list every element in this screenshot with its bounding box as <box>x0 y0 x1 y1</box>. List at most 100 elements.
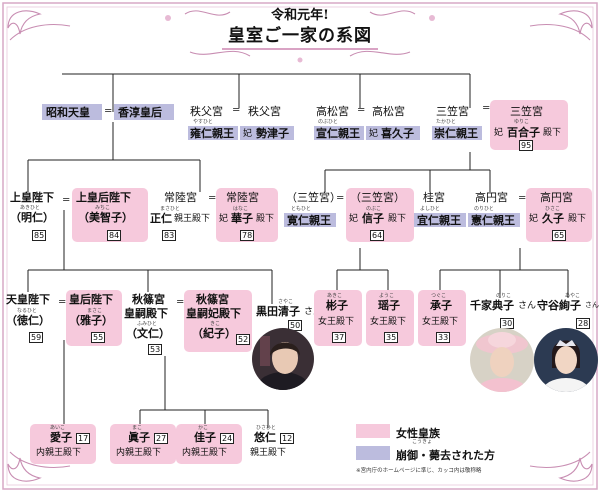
title-fumihito-2: 皇嗣殿下 <box>124 307 168 320</box>
title-naruhito: 天皇陛下 <box>6 293 50 306</box>
prefix-kikuko: 妃 <box>369 129 379 139</box>
deceased-bg-yoshihito <box>414 213 466 227</box>
marriage-sign: = <box>357 105 366 116</box>
ruby-tsuguko: つぐこ <box>431 293 447 299</box>
photo-sayako <box>252 328 314 390</box>
title-mikasa2-wife: （三笠宮） <box>350 191 405 204</box>
ruby-masako: まさこ <box>87 308 103 314</box>
person-tsuguko: 承子 <box>430 299 452 312</box>
person-masako: （雅子） <box>69 314 113 327</box>
title-takamado: 高円宮 <box>475 191 508 204</box>
ruby-michiko: みちこ <box>95 205 111 211</box>
person-kikuko: 喜久子 <box>381 127 414 140</box>
person-nobuhito: 宣仁親王 <box>316 127 360 140</box>
female-bg-aiko <box>30 424 96 464</box>
subtitle: 令和元年! <box>271 8 329 23</box>
age-mako: 27 <box>154 433 169 444</box>
person-mako: 眞子 <box>128 431 150 444</box>
person-hanako: 華子 <box>231 212 253 225</box>
ruby-naruhito: なるひと <box>17 308 37 314</box>
ruby-noriko: のりこ <box>496 293 512 299</box>
marriage-sign: = <box>208 193 217 204</box>
marriage-sign: = <box>62 195 71 206</box>
marriage-sign: = <box>336 193 345 204</box>
marriage-sign: = <box>482 103 491 114</box>
suffix-ayako: さん <box>585 301 599 309</box>
person-takahito: 崇仁親王 <box>434 127 478 140</box>
title-chichibu: 秩父宮 <box>190 105 223 118</box>
legend-deceased-swatch <box>356 446 390 460</box>
deceased-bg-kojun <box>114 104 174 120</box>
deceased-bg-nobuhito <box>314 126 364 140</box>
ruby-mako: まこ <box>132 425 143 431</box>
marriage-sign: = <box>518 193 527 204</box>
deceased-bg-showa <box>42 104 102 120</box>
ruby-nobuhito: のぶひと <box>318 119 338 125</box>
suffix-yuriko: 殿下 <box>543 128 562 138</box>
age-akihito: 85 <box>32 230 47 241</box>
suffix-noriko: さん <box>518 301 537 311</box>
legend-deceased-label: 崩御・薨去された方 <box>396 449 495 462</box>
footnote: ※宮内庁のホームページに準じ、カッコ内は敬称略 <box>356 468 482 474</box>
person-hisahito: 悠仁 <box>254 431 276 444</box>
person-fumihito: （文仁） <box>126 327 170 340</box>
age-akiko: 37 <box>332 332 347 343</box>
title-mikasa-wife: 三笠宮 <box>510 105 543 118</box>
photo-ayako <box>534 328 598 392</box>
age-kako: 24 <box>220 433 235 444</box>
person-yuriko: 百合子 <box>507 126 540 139</box>
title-takamatsu-wife: 高松宮 <box>372 105 405 118</box>
title-masako: 皇后陛下 <box>69 293 113 306</box>
age-naruhito: 59 <box>29 332 44 343</box>
ruby-sayako: さやこ <box>278 299 294 305</box>
title-mako: 内親王殿下 <box>116 448 162 458</box>
person-akihito: （明仁） <box>10 211 54 224</box>
deceased-bg-takahito <box>432 126 482 140</box>
person-nobuko: 信子 <box>362 212 384 225</box>
ruby-kako: かこ <box>198 425 209 431</box>
title-takamatsu: 高松宮 <box>316 105 349 118</box>
person-kiko: （紀子） <box>192 327 236 340</box>
title-kiko-2: 皇嗣妃殿下 <box>186 307 241 320</box>
ruby-yoshihito: よしひと <box>420 206 440 212</box>
ruby-yuriko: ゆりこ <box>514 119 530 125</box>
header: 令和元年! 皇室ご一家の系図 <box>180 6 420 58</box>
female-bg-kako <box>176 424 242 464</box>
title-katsura: 桂宮 <box>423 191 445 204</box>
title-kiko-1: 秋篠宮 <box>196 293 229 306</box>
person-yoshihito: 宜仁親王 <box>417 214 461 227</box>
marriage-sign: = <box>104 106 113 117</box>
title-michiko: 上皇后陛下 <box>76 191 131 204</box>
marriage-sign: = <box>58 297 67 308</box>
ruby-aiko: あいこ <box>50 425 66 431</box>
age-michiko: 84 <box>107 230 122 241</box>
person-sayako: 黒田清子 <box>256 305 300 318</box>
title-hisahito: 親王殿下 <box>250 448 287 458</box>
suffix-hanako: 殿下 <box>256 214 275 224</box>
title-akihito: 上皇陛下 <box>10 191 54 204</box>
deceased-bg-norihito <box>468 213 520 227</box>
legend-female-label: 女性皇族 <box>396 427 440 440</box>
age-yoko: 35 <box>384 332 399 343</box>
person-kojun: 香淳皇后 <box>118 106 162 119</box>
ruby-ayako: あやこ <box>565 293 581 299</box>
ruby-takahito: たかひと <box>436 119 456 125</box>
title-yoko: 女王殿下 <box>370 317 407 327</box>
person-michiko: （美智子） <box>78 211 133 224</box>
age-tsuguko: 33 <box>436 332 451 343</box>
page-title: 皇室ご一家の系図 <box>222 24 378 50</box>
title-takamado-wife: 高円宮 <box>540 191 573 204</box>
title-mikasa: 三笠宮 <box>436 105 469 118</box>
age-kiko: 52 <box>236 334 251 345</box>
ruby-hanako: はなこ <box>233 206 249 212</box>
ruby-hisako: ひさこ <box>545 206 561 212</box>
person-ayako: 守谷絢子 <box>537 299 581 312</box>
title-aiko: 内親王殿下 <box>36 448 82 458</box>
deceased-bg-yasuhito <box>188 126 238 140</box>
ruby-tomohito: ともひと <box>291 206 311 212</box>
person-hisako: 久子 <box>542 212 564 225</box>
person-tomohito: 寛仁親王 <box>287 214 331 227</box>
prefix-yuriko: 妃 <box>494 128 504 138</box>
age-ayako: 28 <box>576 318 591 329</box>
